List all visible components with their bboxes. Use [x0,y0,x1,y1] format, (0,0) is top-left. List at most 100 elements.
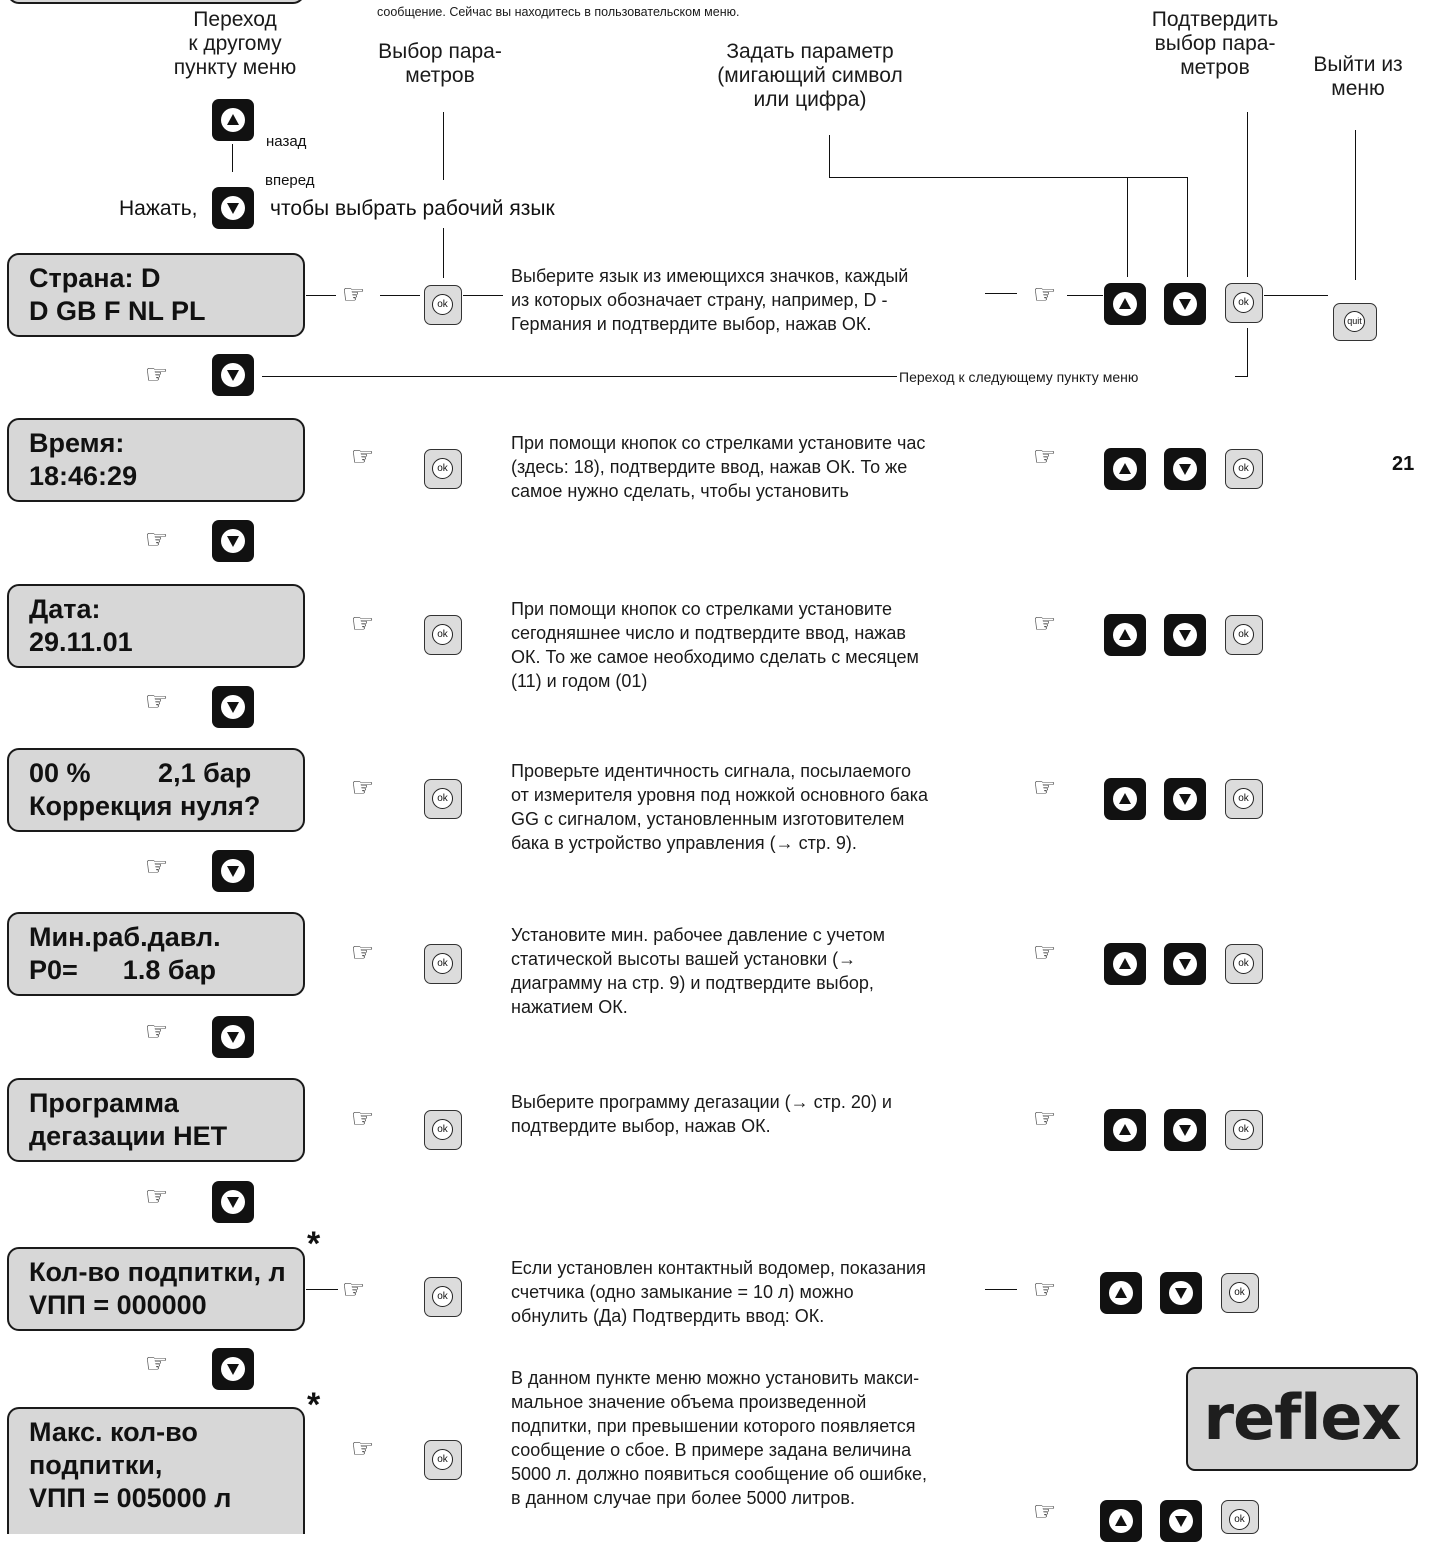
arrow-down-icon [227,370,239,381]
next-down-button[interactable] [212,1181,254,1223]
top-note: сообщение. Сейчас вы находитесь в пользо… [377,5,740,19]
asterisk-mark: * [307,1386,321,1424]
up-button[interactable] [1104,283,1146,325]
arrow-down-icon [227,702,239,713]
quit-button[interactable]: quit [1333,303,1377,341]
ok-button[interactable]: ok [424,1110,462,1150]
ok-confirm-button[interactable]: ok [1225,615,1263,655]
up-button[interactable] [1104,614,1146,656]
arrow-down-icon [1179,464,1191,475]
description-country: Выберите язык из имеющихся значков, кажд… [511,266,909,334]
ok-confirm-button[interactable]: ok [1221,1273,1259,1313]
next-down-button[interactable] [212,354,254,396]
down-button[interactable] [1160,1500,1202,1542]
ok-confirm-button[interactable]: ok [1225,1110,1263,1150]
down-button[interactable] [1164,943,1206,985]
label-select-params: Выбор пара-метров [378,40,502,87]
hand-pointer-icon: ☞ [1033,1103,1057,1133]
hand-pointer-icon: ☞ [342,1274,366,1304]
ok-button[interactable]: ok [424,615,462,655]
ok-button[interactable]: ok [424,944,462,984]
lcd-display-makeup-volume: Кол-во подпитки, л VПП = 000000 [7,1247,305,1331]
description-min-pressure: Установите мин. рабочее давление с учето… [511,925,886,1017]
arrow-down-icon [227,1364,239,1375]
ok-button[interactable]: ok [424,1277,462,1317]
next-down-button[interactable] [212,520,254,562]
hand-pointer-icon: ☞ [351,937,375,967]
nav-down-button[interactable] [212,187,254,229]
hand-pointer-icon: ☞ [1033,1496,1057,1526]
arrow-down-icon [1179,1125,1191,1136]
hand-pointer-icon: ☞ [1033,1274,1057,1304]
ok-confirm-button[interactable]: ok [1225,449,1263,489]
ok-confirm-button[interactable]: ok [1221,1500,1259,1534]
hand-pointer-icon: ☞ [1033,937,1057,967]
arrow-up-icon [1119,958,1131,969]
next-down-button[interactable] [212,850,254,892]
hand-pointer-icon: ☞ [1033,608,1057,638]
up-button[interactable] [1104,943,1146,985]
hand-pointer-icon: ☞ [351,441,375,471]
next-down-button[interactable] [212,1348,254,1390]
arrow-up-icon [1115,1287,1127,1298]
down-button[interactable] [1164,1109,1206,1151]
lcd-display-zero-correction: 00 % 2,1 бар Коррекция нуля? [7,748,305,832]
arrow-up-icon [1115,1515,1127,1526]
down-button[interactable] [1164,448,1206,490]
description-makeup-volume: Если установлен контактный водомер, пока… [511,1258,926,1326]
hand-pointer-icon: ☞ [145,1016,169,1046]
nav-up-button[interactable] [212,99,254,141]
label-forward: вперед [265,172,315,189]
lcd-display-time: Время: 18:46:29 [7,418,305,502]
reflex-logo: reflex [1186,1367,1418,1471]
arrow-up-icon [1119,793,1131,804]
lcd-display-date: Дата: 29.11.01 [7,584,305,668]
ok-button[interactable]: ok [424,449,462,489]
hand-pointer-icon: ☞ [342,279,366,309]
ok-confirm-button[interactable]: ok [1225,283,1263,323]
ok-button[interactable]: ok [424,1440,462,1480]
asterisk-mark: * [307,1225,321,1263]
hand-pointer-icon: ☞ [145,851,169,881]
up-button[interactable] [1100,1500,1142,1542]
up-button[interactable] [1104,1109,1146,1151]
ok-confirm-button[interactable]: ok [1225,779,1263,819]
down-button[interactable] [1164,778,1206,820]
hand-pointer-icon: ☞ [351,608,375,638]
arrow-down-icon [1179,794,1191,805]
ok-button[interactable]: ok [424,779,462,819]
down-button[interactable] [1164,283,1206,325]
hand-pointer-icon: ☞ [145,1181,169,1211]
arrow-down-icon [227,1032,239,1043]
arrow-down-icon [1175,1516,1187,1527]
up-button[interactable] [1100,1272,1142,1314]
hand-pointer-icon: ☞ [145,359,169,389]
arrow-down-icon [227,203,239,214]
page-number: 21 [1392,453,1415,475]
arrow-up-icon [1119,629,1131,640]
up-button[interactable] [1104,778,1146,820]
description-max-makeup: В данном пункте меню можно установить ма… [511,1368,928,1508]
arrow-down-icon [1179,299,1191,310]
down-button[interactable] [1160,1272,1202,1314]
ok-button[interactable]: ok [424,285,462,325]
hand-pointer-icon: ☞ [1033,279,1057,309]
next-item-note: Переход к следующему пункту меню [899,369,1139,385]
description-degassing: Выберите программу дегазации (→ стр. 20)… [511,1092,892,1136]
down-button[interactable] [1164,614,1206,656]
ok-confirm-button[interactable]: ok [1225,944,1263,984]
next-down-button[interactable] [212,686,254,728]
label-choose-language: чтобы выбрать рабочий язык [270,197,555,220]
up-button[interactable] [1104,448,1146,490]
arrow-down-icon [1179,630,1191,641]
label-press: Нажать, [119,197,198,220]
next-down-button[interactable] [212,1016,254,1058]
hand-pointer-icon: ☞ [145,686,169,716]
hand-pointer-icon: ☞ [351,1433,375,1463]
hand-pointer-icon: ☞ [351,1103,375,1133]
hand-pointer-icon: ☞ [1033,772,1057,802]
